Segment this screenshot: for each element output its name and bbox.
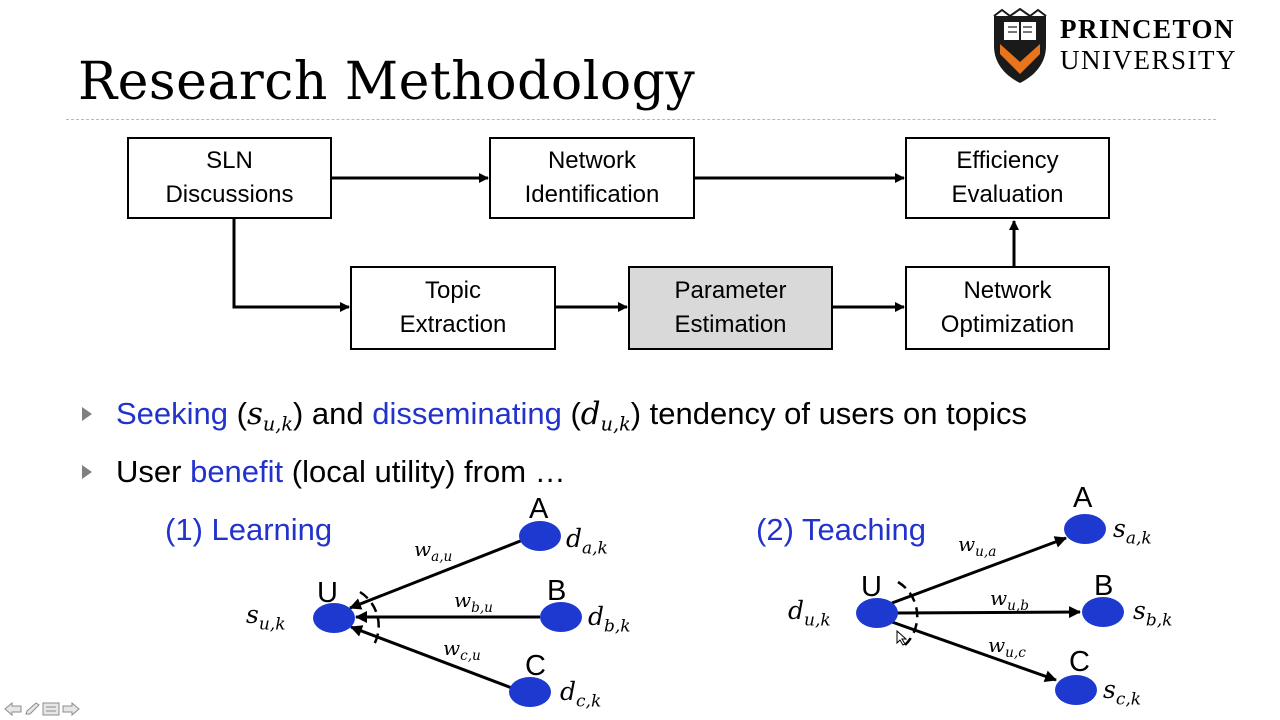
learning-weight-a-label: wa,u <box>414 537 453 566</box>
learning-node-u <box>313 603 355 633</box>
menu-icon[interactable] <box>42 702 60 716</box>
teaching-a-seeking-label: sa,k <box>1113 514 1152 549</box>
learning-angle-arc <box>359 590 380 649</box>
teaching-title: (2) Teaching <box>756 512 927 547</box>
teaching-u-disseminating-label: du,k <box>788 596 831 631</box>
pen-icon[interactable] <box>24 702 40 716</box>
mouse-pointer-icon <box>896 629 908 650</box>
learning-c-disseminating-label: dc,k <box>560 677 602 712</box>
bullet-marker-icon <box>82 465 92 479</box>
bullet-seeking-disseminating: Seeking (su,k) and disseminating (du,k) … <box>116 396 1028 436</box>
bullet-user-benefit: User benefit (local utility) from … <box>116 454 566 489</box>
learning-node-c-letter: C <box>525 650 546 682</box>
learning-node-c <box>509 677 551 707</box>
bullet-marker-icon <box>82 407 92 421</box>
slide-nav-controls <box>4 702 80 716</box>
princeton-shield-icon <box>990 7 1050 84</box>
learning-a-disseminating-label: da,k <box>566 524 608 559</box>
learning-title: (1) Learning <box>165 512 333 547</box>
teaching-b-seeking-label: sb,k <box>1133 596 1173 631</box>
learning-node-a <box>519 521 561 551</box>
learning-weight-c-label: wc,u <box>443 636 481 665</box>
learning-edge-a-to-u <box>349 536 529 610</box>
teaching-edge-u-to-c <box>891 620 1057 682</box>
learning-edge-c-to-u <box>350 625 513 690</box>
teaching-node-c <box>1055 675 1097 705</box>
prev-slide-icon[interactable] <box>4 702 22 716</box>
teaching-node-b <box>1082 597 1124 627</box>
teaching-node-b-letter: B <box>1094 570 1114 602</box>
learning-node-u-letter: U <box>317 577 338 609</box>
learning-weight-b-label: wb,u <box>454 588 493 617</box>
teaching-weight-b-label: wu,b <box>990 586 1029 615</box>
teaching-node-u <box>856 598 898 628</box>
title-divider <box>66 119 1216 120</box>
teaching-node-a <box>1064 514 1106 544</box>
learning-u-seeking-label: su,k <box>246 600 286 635</box>
teaching-edge-u-to-a <box>891 536 1067 605</box>
logo-line-university: UNIVERSITY <box>1060 45 1237 75</box>
logo-line-princeton: PRINCETON <box>1060 14 1236 44</box>
teaching-angle-arc <box>897 580 919 646</box>
teaching-c-seeking-label: sc,k <box>1103 675 1142 710</box>
learning-node-a-letter: A <box>529 493 549 525</box>
learning-b-disseminating-label: db,k <box>588 602 631 637</box>
teaching-edge-u-to-b <box>896 606 1081 619</box>
slide-title: Research Methodology <box>78 52 696 112</box>
teaching-node-a-letter: A <box>1073 482 1093 514</box>
teaching-weight-a-label: wu,a <box>958 532 997 561</box>
learning-node-b <box>540 602 582 632</box>
arrow-sln-to-topic-extraction <box>232 219 350 312</box>
next-slide-icon[interactable] <box>62 702 80 716</box>
teaching-node-c-letter: C <box>1069 646 1090 678</box>
teaching-node-u-letter: U <box>861 571 882 603</box>
learning-node-b-letter: B <box>547 575 567 607</box>
teaching-weight-c-label: wu,c <box>988 633 1026 662</box>
